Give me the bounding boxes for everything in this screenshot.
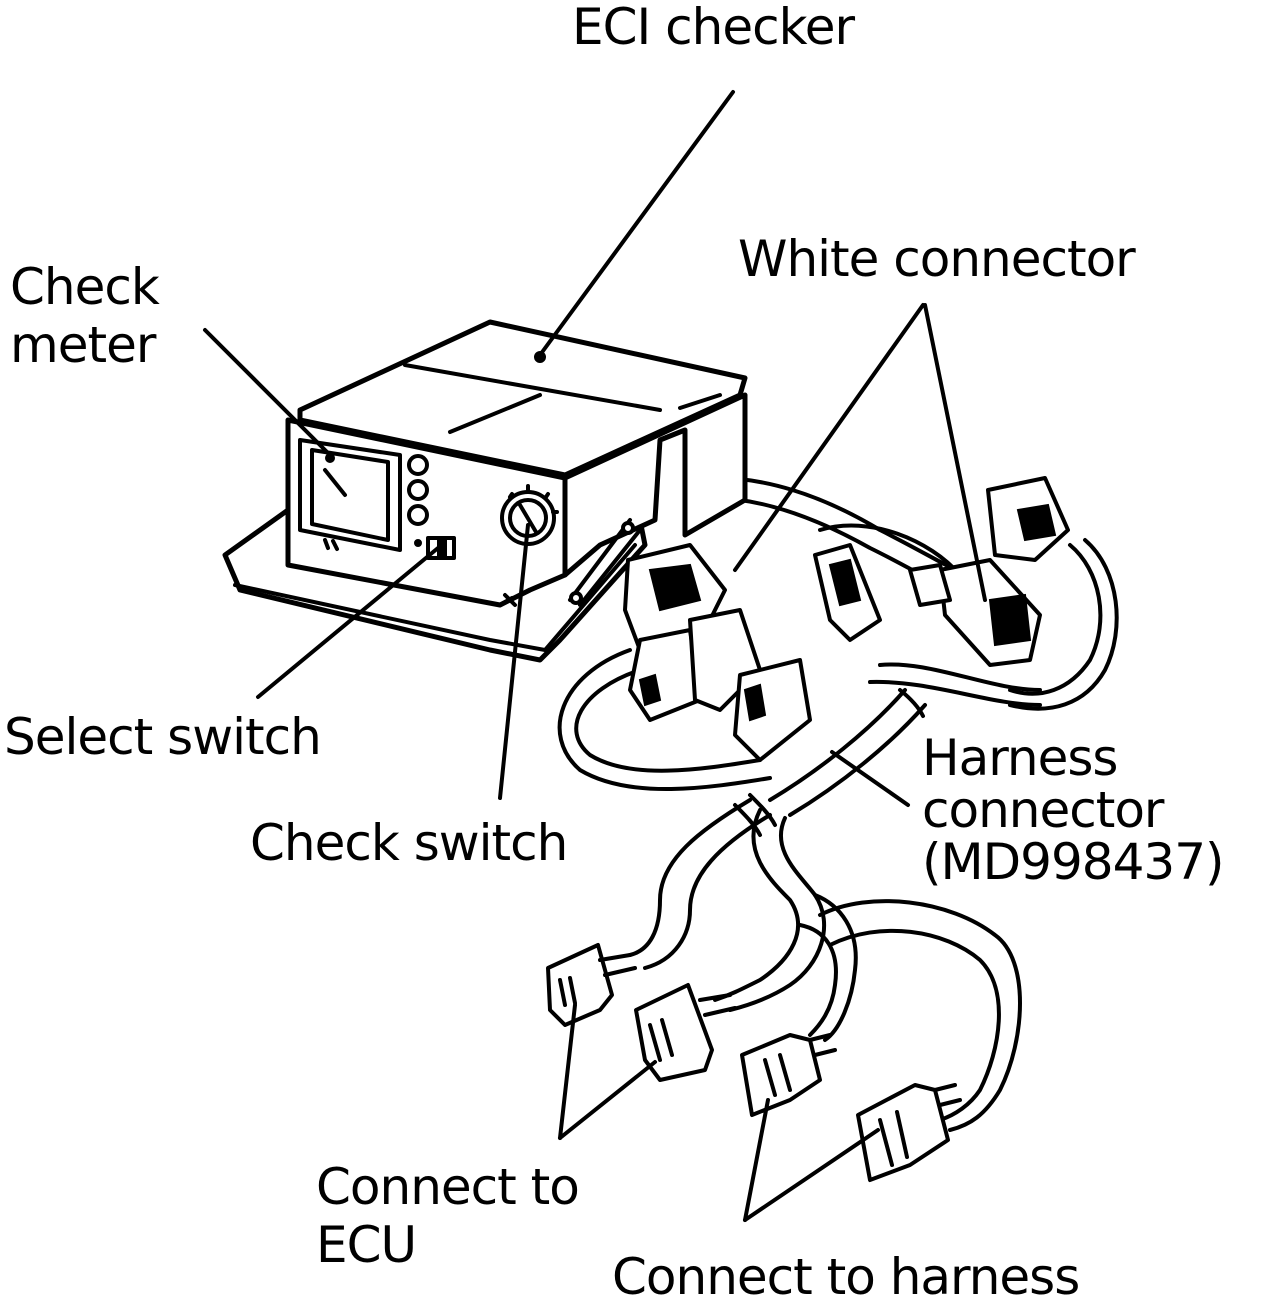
connect-to-ecu-line2: ECU [316, 1216, 417, 1274]
eci-checker-unit [222, 319, 748, 663]
middle-connector-cluster [623, 543, 882, 762]
connect-to-harness-text: Connect to harness [612, 1248, 1080, 1306]
connect-to-harness-label: Connect to harness [612, 1248, 1080, 1306]
white-connector-label: White connector [738, 230, 1136, 288]
harness-connector-line3: (MD998437) [922, 833, 1225, 891]
check-meter-line2: meter [10, 316, 156, 374]
check-switch-text: Check switch [250, 814, 568, 872]
harness-connector-label: Harness connector (MD998437) [922, 729, 1225, 891]
select-switch-text: Select switch [4, 708, 322, 766]
check-meter-line1: Check [10, 258, 160, 316]
white-connectors [908, 476, 1070, 667]
white-connector-text: White connector [738, 230, 1136, 288]
check-switch-label: Check switch [250, 814, 568, 872]
check-meter-label: Check meter [10, 258, 160, 374]
eci-checker-label: ECI checker [572, 0, 855, 56]
ecu-connectors [546, 943, 737, 1082]
harness-connector-line1: Harness [922, 729, 1118, 787]
harness-connector-line2: connector [922, 781, 1164, 839]
connect-to-ecu-line1: Connect to [316, 1158, 580, 1216]
leader-lines [203, 90, 987, 1222]
connect-to-ecu-label: Connect to ECU [316, 1158, 580, 1274]
eci-checker-text: ECI checker [572, 0, 855, 56]
harness-cables [557, 476, 1119, 1132]
select-switch-label: Select switch [4, 708, 322, 766]
harness-connectors [740, 1033, 962, 1182]
